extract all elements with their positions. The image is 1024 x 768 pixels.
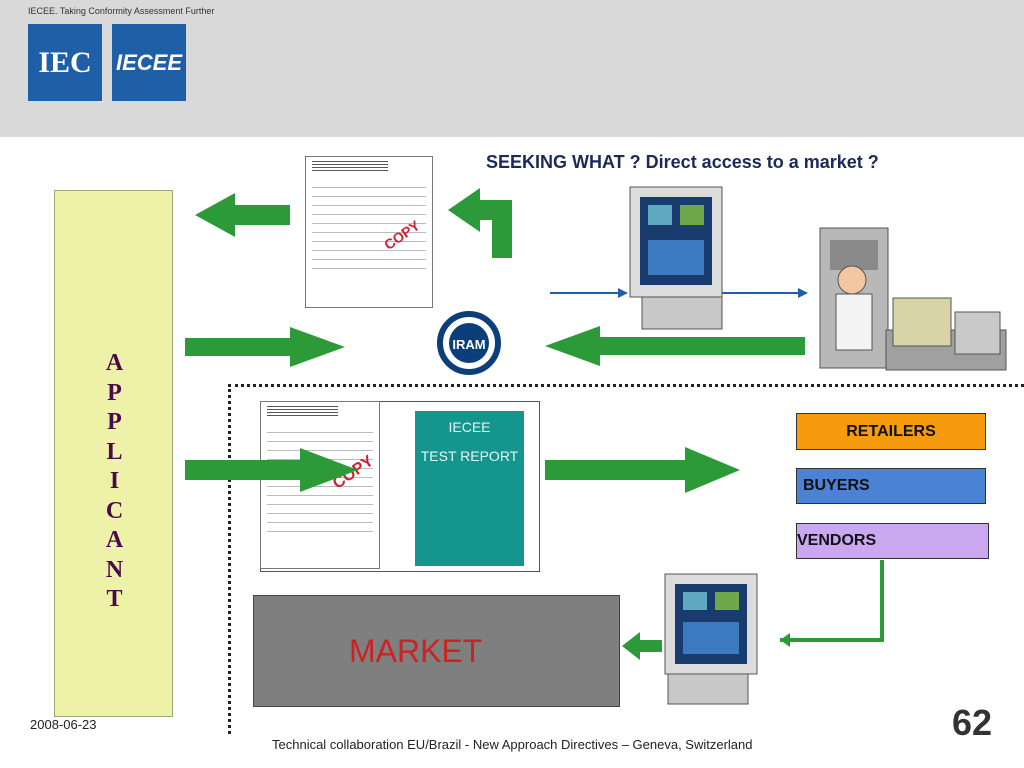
vendors-connector [780,560,884,642]
iram-seal-text: IRAM [452,337,485,352]
blue-arrow-head [798,288,808,298]
blue-arrow-head [618,288,628,298]
certificate-document-icon: COPY [260,401,380,569]
computer-terminal-icon [664,573,758,705]
vendors-box: VENDORS [796,523,989,559]
operator-at-console-icon [819,227,1007,371]
applicant-letter: N [105,556,124,583]
arrow-right-to-market [545,447,740,493]
applicant-letter: I [109,468,120,494]
iram-seal-icon: IRAM [437,311,501,375]
arrow-left-to-market [622,632,662,660]
applicant-letter: T [106,586,123,612]
applicant-letter: A [105,527,124,553]
arrow-right-to-report [185,448,358,492]
arrow-bent-up-left [448,188,512,258]
market-label: MARKET [349,633,483,669]
test-report-box: IECEE TEST REPORT [415,411,524,566]
arrow-left-from-operator [545,326,805,366]
arrow-left-to-applicant [195,193,290,237]
test-report-subtitle: TEST REPORT [420,448,519,464]
applicant-letter: L [106,438,123,465]
applicant-letter: P [107,379,122,406]
applicant-box: A P P L I C A N T [54,190,173,717]
applicant-letter: A [105,350,124,376]
computer-terminal-icon [629,186,723,330]
buyers-box: BUYERS [796,468,986,504]
market-box: MARKET [253,595,620,707]
page-number: 62 [952,702,993,743]
seeking-question: SEEKING WHAT ? Direct access to a market… [486,152,879,172]
iec-logo: IEC [28,24,102,101]
applicant-letter: C [105,497,124,524]
applicant-letters: A P P L I C A N T [55,349,174,615]
test-report-title: IECEE [448,419,491,435]
iecee-logo: IECEE [112,24,186,101]
certificate-document-icon: COPY [305,156,433,308]
applicant-letter: P [107,409,122,435]
footer-date: 2008-06-23 [30,717,97,732]
arrow-right-to-certifier [185,327,345,367]
footer-caption: Technical collaboration EU/Brazil - New … [272,737,753,752]
market-zone-border [228,384,1024,734]
tagline: IECEE. Taking Conformity Assessment Furt… [28,6,215,16]
retailers-box: RETAILERS [796,413,986,450]
